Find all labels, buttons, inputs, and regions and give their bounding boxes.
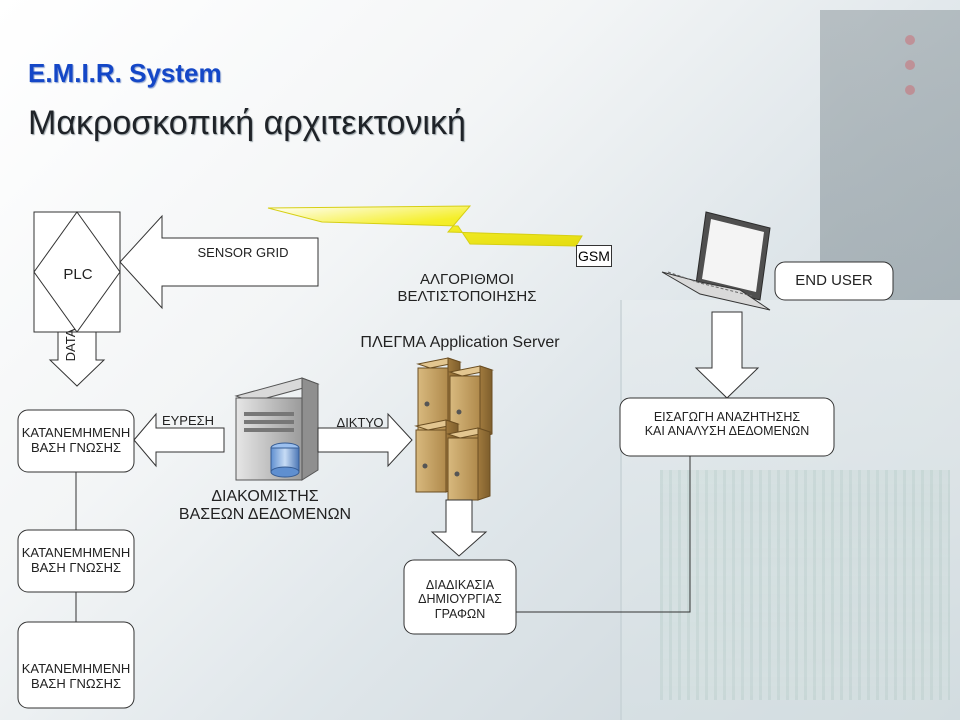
data-arrow — [48, 331, 106, 387]
graph-process-line-3: ΓΡΑΦΩΝ — [434, 606, 486, 621]
background-strip — [820, 10, 960, 300]
db-server-line-1: ΔΙΑΚΟΜΙΣΤΗΣ — [211, 488, 319, 505]
laptop-down-arrow — [694, 311, 760, 399]
graph-process-line-1: ΔΙΑΔΙΚΑΣΙΑ — [425, 578, 495, 592]
input-analysis-box — [619, 397, 835, 457]
search-arrow — [133, 412, 225, 468]
sensor-grid-label: SENSOR GRID — [197, 245, 289, 260]
gsm-box: GSM — [576, 245, 612, 267]
graph-process-box — [403, 559, 517, 635]
search-label: ΕΥΡΕΣΗ — [161, 413, 215, 428]
knowledge-base-2-label: ΚΑΤΑΝΕΜΗΜΕΝΗ ΒΑΣΗ ΓΝΩΣΗΣ — [18, 545, 134, 576]
algorithms-line-2: ΒΕΛΤΙΣΤΟΠΟΙΗΣΗΣ — [397, 288, 537, 306]
db-server-label: ΔΙΑΚΟΜΙΣΤΗΣ ΒΑΣΕΩΝ ΔΕΔΟΜΕΝΩΝ — [160, 488, 370, 525]
background-chart — [660, 470, 950, 700]
input-analysis-line-1: ΕΙΣΑΓΩΓΗ ΑΝΑΖΗΤΗΣΗΣ — [653, 410, 801, 424]
background-led — [905, 35, 915, 45]
input-analysis-label: ΕΙΣΑΓΩΓΗ ΑΝΑΖΗΤΗΣΗΣ ΚΑΙ ΑΝΑΛΥΣΗ ΔΕΔΟΜΕΝΩ… — [620, 410, 834, 439]
algorithms-label: ΑΛΓΟΡΙΘΜΟΙ ΒΕΛΤΙΣΤΟΠΟΙΗΣΗΣ — [372, 271, 562, 306]
background-led — [905, 60, 915, 70]
knowledge-base-3-line-2: ΒΑΣΗ ΓΝΩΣΗΣ — [30, 675, 122, 691]
graph-process-line-2: ΔΗΜΙΟΥΡΓΙΑΣ — [418, 592, 502, 607]
background-panel — [620, 300, 960, 720]
network-arrow — [317, 412, 413, 468]
plc-label: PLC — [63, 266, 93, 283]
background-led — [905, 85, 915, 95]
page-title: Μακροσκοπική αρχιτεκτονική — [28, 104, 466, 142]
sensor-grid-arrow — [119, 214, 319, 310]
brand-title: E.M.I.R. System — [28, 58, 222, 88]
end-user-box — [774, 261, 894, 301]
app-server-label: ΠΛΕΓΜΑ Application Server — [360, 334, 560, 351]
app-server-cluster-icon — [414, 357, 494, 501]
end-user-label: END USER — [795, 272, 873, 289]
input-analysis-line-2: ΚΑΙ ΑΝΑΛΥΣΗ ΔΕΔΟΜΕΝΩΝ — [644, 424, 810, 439]
knowledge-base-3-label: ΚΑΤΑΝΕΜΗΜΕΝΗ ΒΑΣΗ ΓΝΩΣΗΣ — [18, 661, 134, 692]
knowledge-base-1-line-1: ΚΑΤΑΝΕΜΗΜΕΝΗ — [21, 425, 131, 440]
laptop-icon — [661, 211, 771, 311]
knowledge-base-2-line-1: ΚΑΤΑΝΕΜΗΜΕΝΗ — [21, 545, 131, 560]
knowledge-base-1-label: ΚΑΤΑΝΕΜΗΜΕΝΗ ΒΑΣΗ ΓΝΩΣΗΣ — [18, 425, 134, 456]
plc-block — [33, 211, 121, 333]
graph-to-input-connector — [516, 456, 691, 613]
graph-process-label: ΔΙΑΔΙΚΑΣΙΑ ΔΗΜΙΟΥΡΓΙΑΣ ΓΡΑΦΩΝ — [404, 578, 516, 621]
knowledge-base-2-line-2: ΒΑΣΗ ΓΝΩΣΗΣ — [30, 559, 122, 575]
data-label: DATA — [63, 328, 78, 362]
database-server-icon — [234, 377, 320, 481]
knowledge-base-3-line-1: ΚΑΤΑΝΕΜΗΜΕΝΗ — [21, 661, 131, 676]
cluster-down-arrow — [430, 499, 488, 557]
algorithms-line-1: ΑΛΓΟΡΙΘΜΟΙ — [419, 271, 515, 288]
network-label: ΔΙΚΤΥΟ — [336, 415, 384, 430]
db-server-line-2: ΒΑΣΕΩΝ ΔΕΔΟΜΕΝΩΝ — [178, 506, 352, 524]
knowledge-base-1-line-2: ΒΑΣΗ ΓΝΩΣΗΣ — [30, 439, 122, 455]
